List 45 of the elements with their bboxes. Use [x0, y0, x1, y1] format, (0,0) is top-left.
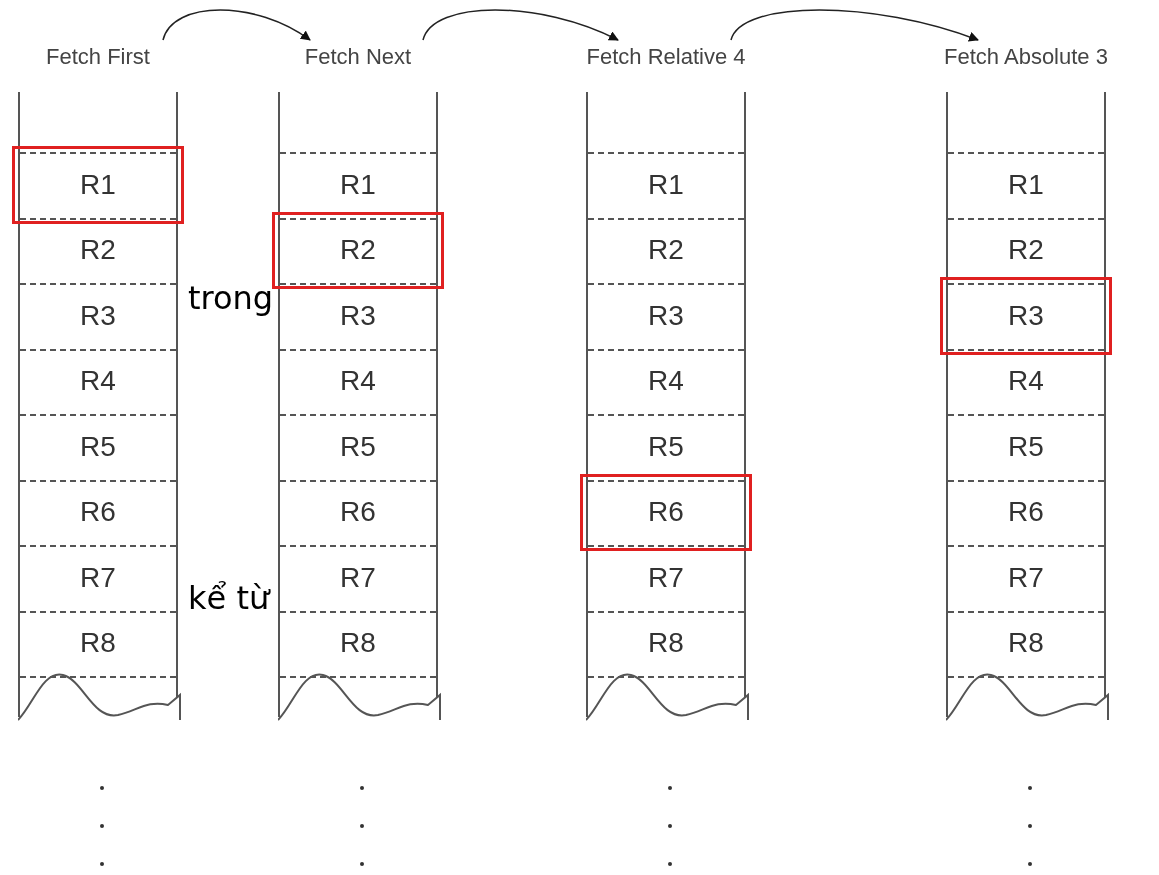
highlighted-row: R1 — [23, 157, 173, 213]
table-row: R6 — [20, 482, 176, 542]
table-row: R4 — [948, 351, 1104, 411]
table-row: R2 — [948, 220, 1104, 280]
table-row: R6 — [948, 482, 1104, 542]
highlight-frame — [12, 146, 184, 224]
highlight-frame — [580, 473, 752, 551]
table-row: R3 — [20, 286, 176, 346]
table-row: R2 — [20, 220, 176, 280]
overlay-text: trong — [188, 282, 274, 314]
column-heading: Fetch Next — [303, 43, 413, 71]
table-row: R5 — [588, 417, 744, 477]
table-row: R4 — [280, 351, 436, 411]
curved-arrow — [730, 9, 979, 42]
overlay-text: kể từ — [188, 582, 270, 614]
highlighted-row: R2 — [283, 222, 433, 278]
table-row: R1 — [948, 155, 1104, 215]
table-row: R8 — [948, 613, 1104, 673]
curved-arrow — [422, 9, 619, 41]
table-row: R2 — [588, 220, 744, 280]
curved-arrow — [162, 9, 311, 41]
table-row: R6 — [280, 482, 436, 542]
table-row: R3 — [280, 286, 436, 346]
table-row: R8 — [20, 613, 176, 673]
table-row: R8 — [280, 613, 436, 673]
column-heading: Fetch Relative 4 — [585, 43, 747, 71]
table-row: R4 — [20, 351, 176, 411]
table-row: R7 — [20, 548, 176, 608]
highlight-frame — [940, 277, 1112, 355]
column-heading: Fetch Absolute 3 — [943, 43, 1109, 71]
table-row: R3 — [588, 286, 744, 346]
table-row: R1 — [588, 155, 744, 215]
highlighted-row: R3 — [951, 288, 1101, 344]
column-heading: Fetch First — [45, 43, 151, 71]
highlighted-row: R6 — [591, 484, 741, 540]
table-row: R7 — [280, 548, 436, 608]
table-row: R7 — [948, 548, 1104, 608]
table-row: R5 — [280, 417, 436, 477]
table-row: R7 — [588, 548, 744, 608]
highlight-frame — [272, 211, 444, 289]
table-row: R5 — [948, 417, 1104, 477]
table-row: R1 — [280, 155, 436, 215]
table-row: R5 — [20, 417, 176, 477]
table-row: R4 — [588, 351, 744, 411]
table-row: R8 — [588, 613, 744, 673]
